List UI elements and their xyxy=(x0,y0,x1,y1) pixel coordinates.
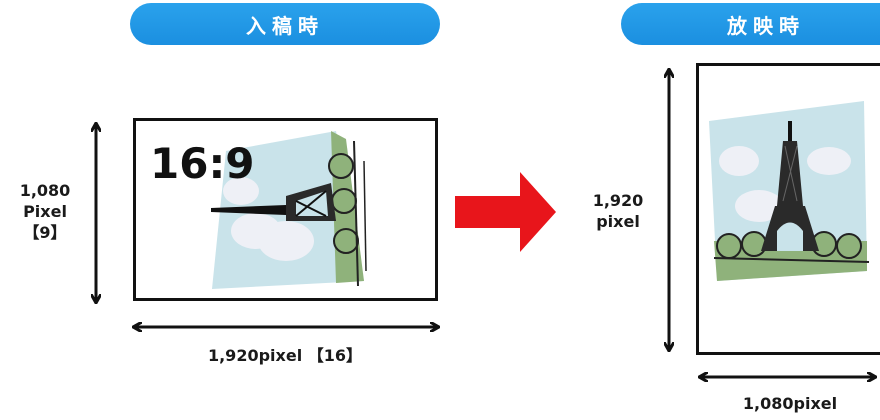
header-before-submission: 入稿時 xyxy=(130,3,440,45)
header-after-label: 放映時 xyxy=(727,13,805,38)
portrait-height-unit: pixel xyxy=(596,212,640,231)
eiffel-tower-landscape-image xyxy=(211,131,367,289)
header-at-screening: 放映時 xyxy=(621,3,880,45)
aspect-ratio-label: 16:9 xyxy=(150,139,255,188)
landscape-height-label: 1,080 Pixel 【9】 xyxy=(5,180,85,243)
landscape-width-label: 1,920pixel 【16】 xyxy=(207,346,363,365)
header-before-label: 入稿時 xyxy=(246,13,324,38)
red-transition-arrow xyxy=(455,172,556,252)
landscape-height-value: 1,080 xyxy=(19,181,71,200)
eiffel-tower-portrait-image xyxy=(709,101,870,281)
portrait-height-value: 1,920 xyxy=(592,191,644,210)
landscape-frame: 16:9 xyxy=(133,118,438,301)
portrait-height-label: 1,920 pixel xyxy=(578,190,658,232)
portrait-frame xyxy=(696,63,880,355)
landscape-height-ratio: 【9】 xyxy=(23,223,67,242)
portrait-width-label: 1,080pixel xyxy=(742,394,838,413)
landscape-height-unit: Pixel xyxy=(23,202,67,221)
